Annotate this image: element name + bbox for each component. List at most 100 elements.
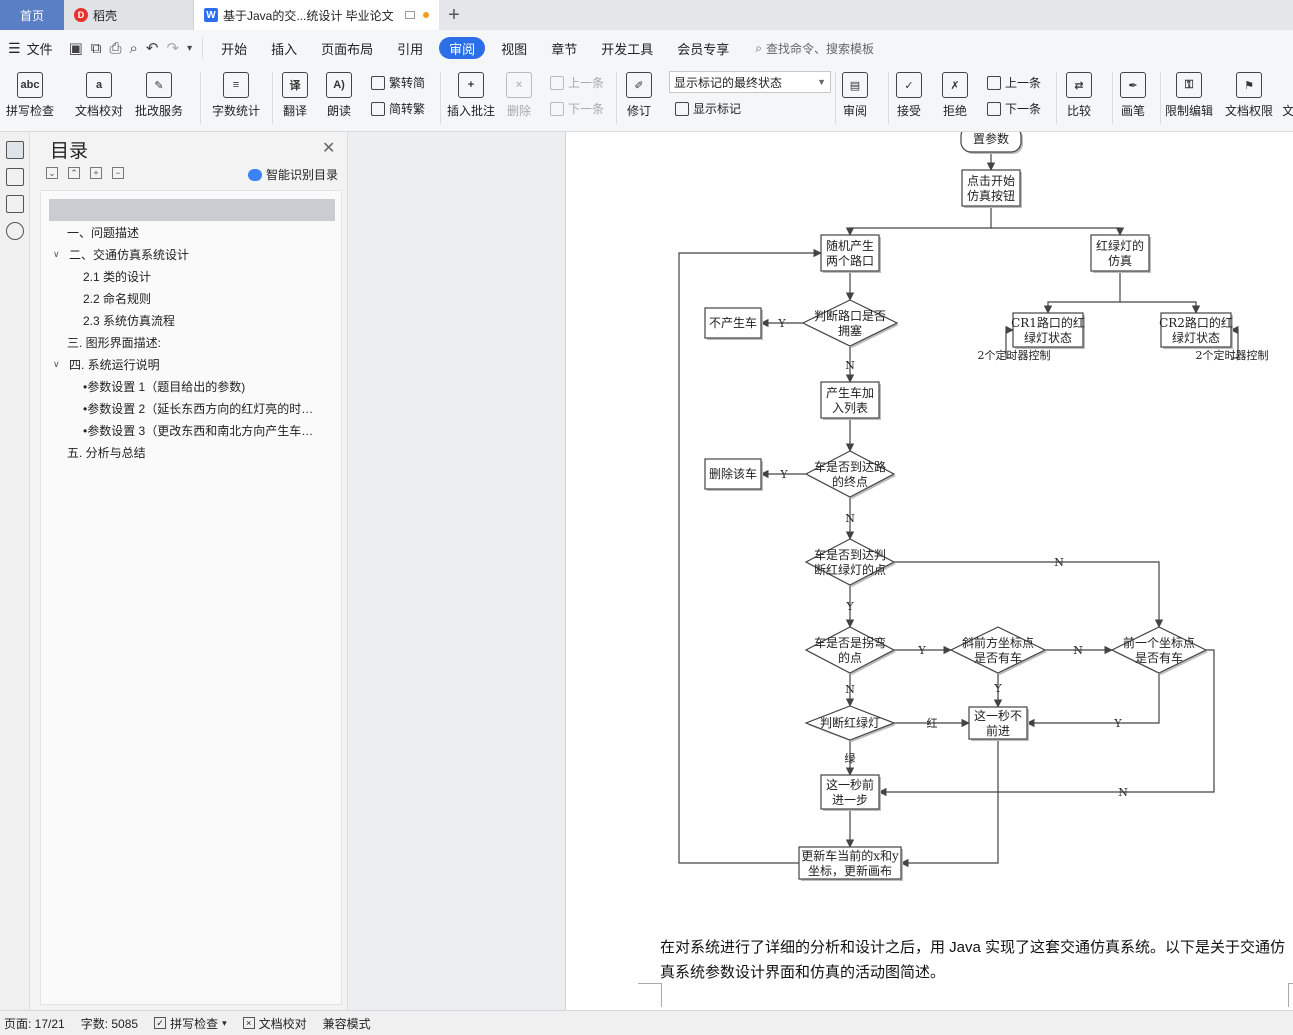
- tab-daoke[interactable]: D 稻壳: [64, 0, 194, 30]
- toc-selected-row[interactable]: [49, 199, 335, 221]
- menu-tab-6[interactable]: 章节: [551, 41, 578, 57]
- chevron-down-icon: ▾: [222, 1017, 227, 1028]
- page-indicator[interactable]: 页面: 17/21: [4, 1016, 65, 1031]
- menu-tab-2[interactable]: 页面布局: [321, 41, 374, 57]
- node-cr1-state-line2: 绿灯状态: [1024, 330, 1072, 345]
- status-doc-proof[interactable]: ×文档校对: [242, 1015, 307, 1032]
- word-count-button[interactable]: ≡ 字数统计: [212, 72, 260, 119]
- section-pane-icon[interactable]: [5, 168, 24, 186]
- monitor-icon[interactable]: [404, 11, 415, 19]
- doc-rights-button[interactable]: ⚑文档权限: [1225, 72, 1273, 119]
- toc-pane-icon[interactable]: [5, 141, 24, 159]
- collapse-all-icon[interactable]: ⌃: [68, 167, 80, 179]
- prev-comment-label: 上一条: [568, 76, 605, 90]
- simp-to-trad-button[interactable]: 简转繁: [371, 100, 425, 117]
- menu-tab-5[interactable]: 视图: [501, 41, 528, 57]
- menu-tab-4[interactable]: 审阅: [439, 37, 486, 59]
- toc-item[interactable]: •参数设置 2（延长东西方向的红灯亮的时…: [41, 397, 341, 419]
- read-aloud-button[interactable]: A)朗读: [326, 72, 352, 119]
- restrict-edit-button[interactable]: ⚿限制编辑: [1165, 72, 1213, 119]
- node-turn-point-line2: 的点: [838, 650, 862, 665]
- new-tab-button[interactable]: +: [448, 3, 460, 26]
- compare-button[interactable]: ⇄比较: [1066, 72, 1092, 119]
- mark-state-select[interactable]: 显示标记的最终状态 ▼: [669, 71, 831, 93]
- toc-item[interactable]: 五. 分析与总结: [41, 441, 341, 463]
- pen-button[interactable]: ✒画笔: [1120, 72, 1146, 119]
- menu-tab-1[interactable]: 插入: [271, 41, 298, 57]
- toc-item[interactable]: ∨四. 系统运行说明: [41, 353, 341, 375]
- prev-change-button[interactable]: 上一条: [987, 74, 1041, 91]
- flow-connector: [894, 561, 1164, 628]
- qa-more-icon[interactable]: ▾: [187, 42, 193, 54]
- file-menu[interactable]: ☰ 文件: [0, 37, 65, 59]
- toc-item[interactable]: 2.1 类的设计: [41, 265, 341, 287]
- node-cr2-state-line1: CR2路口的红: [1159, 315, 1233, 330]
- bookmark-icon[interactable]: [5, 195, 24, 213]
- print-icon[interactable]: ⎙: [109, 39, 122, 57]
- undo-icon[interactable]: ↶: [145, 40, 159, 57]
- more-button[interactable]: 文: [1283, 72, 1293, 119]
- tab-home[interactable]: 首页: [0, 0, 64, 30]
- prev-comment-icon: [550, 75, 564, 90]
- command-search[interactable]: ⌕ 查找命令、搜索模板: [755, 40, 874, 57]
- prev-comment-button[interactable]: 上一条: [550, 74, 604, 91]
- track-changes-button[interactable]: ✐修订: [626, 72, 652, 119]
- add-heading-icon[interactable]: +: [90, 167, 102, 179]
- expand-all-icon[interactable]: ⌄: [46, 167, 58, 179]
- trad-to-simp-button[interactable]: 繁转简: [371, 74, 425, 91]
- node-delete-car: [704, 458, 763, 491]
- menu-tab-8[interactable]: 会员专享: [677, 41, 730, 57]
- flow-connector: [1120, 301, 1201, 314]
- delete-comment-icon: ×: [506, 72, 532, 98]
- chevron-down-icon[interactable]: ∨: [53, 358, 60, 369]
- toc-item[interactable]: ∨二、交通仿真系统设计: [41, 243, 341, 265]
- review-pane-button[interactable]: ▤审阅: [842, 72, 868, 119]
- menu-tab-3[interactable]: 引用: [397, 41, 424, 57]
- toc-item[interactable]: 2.3 系统仿真流程: [41, 309, 341, 331]
- correct-service-button[interactable]: ✎批改服务: [135, 72, 183, 119]
- status-spell-check[interactable]: ✓拼写检查▾: [154, 1015, 227, 1032]
- node-random-crossing-line1: 随机产生: [826, 238, 874, 253]
- toc-title: 目录: [50, 141, 89, 162]
- menu-tab-0[interactable]: 开始: [221, 41, 248, 57]
- toc-item[interactable]: •参数设置 3（更改东西和南北方向产生车…: [41, 419, 341, 441]
- menu-tab-7[interactable]: 开发工具: [601, 41, 654, 57]
- remove-heading-icon[interactable]: −: [112, 167, 124, 179]
- accept-label: 接受: [896, 104, 921, 118]
- node-cr2-state: [1160, 312, 1233, 349]
- save-icon[interactable]: ▣: [68, 40, 83, 57]
- insert-comment-button[interactable]: +插入批注: [447, 72, 495, 119]
- reject-button[interactable]: ✗拒绝: [942, 72, 968, 119]
- node-start-button-line2: 仿真按钮: [967, 188, 1015, 203]
- toc-item[interactable]: 2.2 命名规则: [41, 287, 341, 309]
- word-count-indicator[interactable]: 字数: 5085: [80, 1016, 139, 1031]
- node-turn-point-line1: 车是否是拐弯: [814, 635, 886, 650]
- close-icon[interactable]: ✕: [322, 140, 336, 157]
- redo-icon[interactable]: ↷: [166, 40, 180, 57]
- tab-document[interactable]: W 基于Java的交...统设计 毕业论文: [194, 0, 439, 30]
- chevron-down-icon[interactable]: ∨: [53, 248, 60, 259]
- next-change-button[interactable]: 下一条: [987, 100, 1041, 117]
- export-icon[interactable]: ⧉: [90, 39, 102, 57]
- word-count-icon: ≡: [223, 72, 249, 98]
- preview-icon[interactable]: ⌕: [129, 39, 138, 57]
- smart-toc-button[interactable]: 智能识别目录: [248, 166, 338, 183]
- next-comment-button[interactable]: 下一条: [550, 100, 604, 117]
- search-pane-icon[interactable]: [5, 222, 24, 240]
- delete-comment-button[interactable]: ×删除: [506, 72, 532, 119]
- toc-item[interactable]: •参数设置 1（题目给出的参数): [41, 375, 341, 397]
- menu-bar: ☰ 文件 ▣ ⧉ ⎙ ⌕ ↶ ↷ ▾ 开始 插入 页面布局 引用审阅视图 章节 开发工具 会…: [0, 30, 1293, 66]
- toc-item[interactable]: 一、问题描述: [41, 221, 341, 243]
- translate-button[interactable]: 译翻译: [282, 72, 308, 119]
- word-count-label: 字数统计: [212, 104, 261, 118]
- accept-button[interactable]: ✓接受: [896, 72, 922, 119]
- tab-bar: 首页 D 稻壳 W 基于Java的交...统设计 毕业论文 +: [0, 0, 1293, 30]
- body-paragraph[interactable]: 在对系统进行了详细的分析和设计之后，用 Java 实现了这套交通仿真系统。以下是…: [660, 939, 1286, 981]
- hamburger-icon: ☰: [8, 39, 21, 56]
- show-marks-button[interactable]: 显示标记: [675, 100, 741, 117]
- toc-item[interactable]: 三. 图形界面描述:: [41, 331, 341, 353]
